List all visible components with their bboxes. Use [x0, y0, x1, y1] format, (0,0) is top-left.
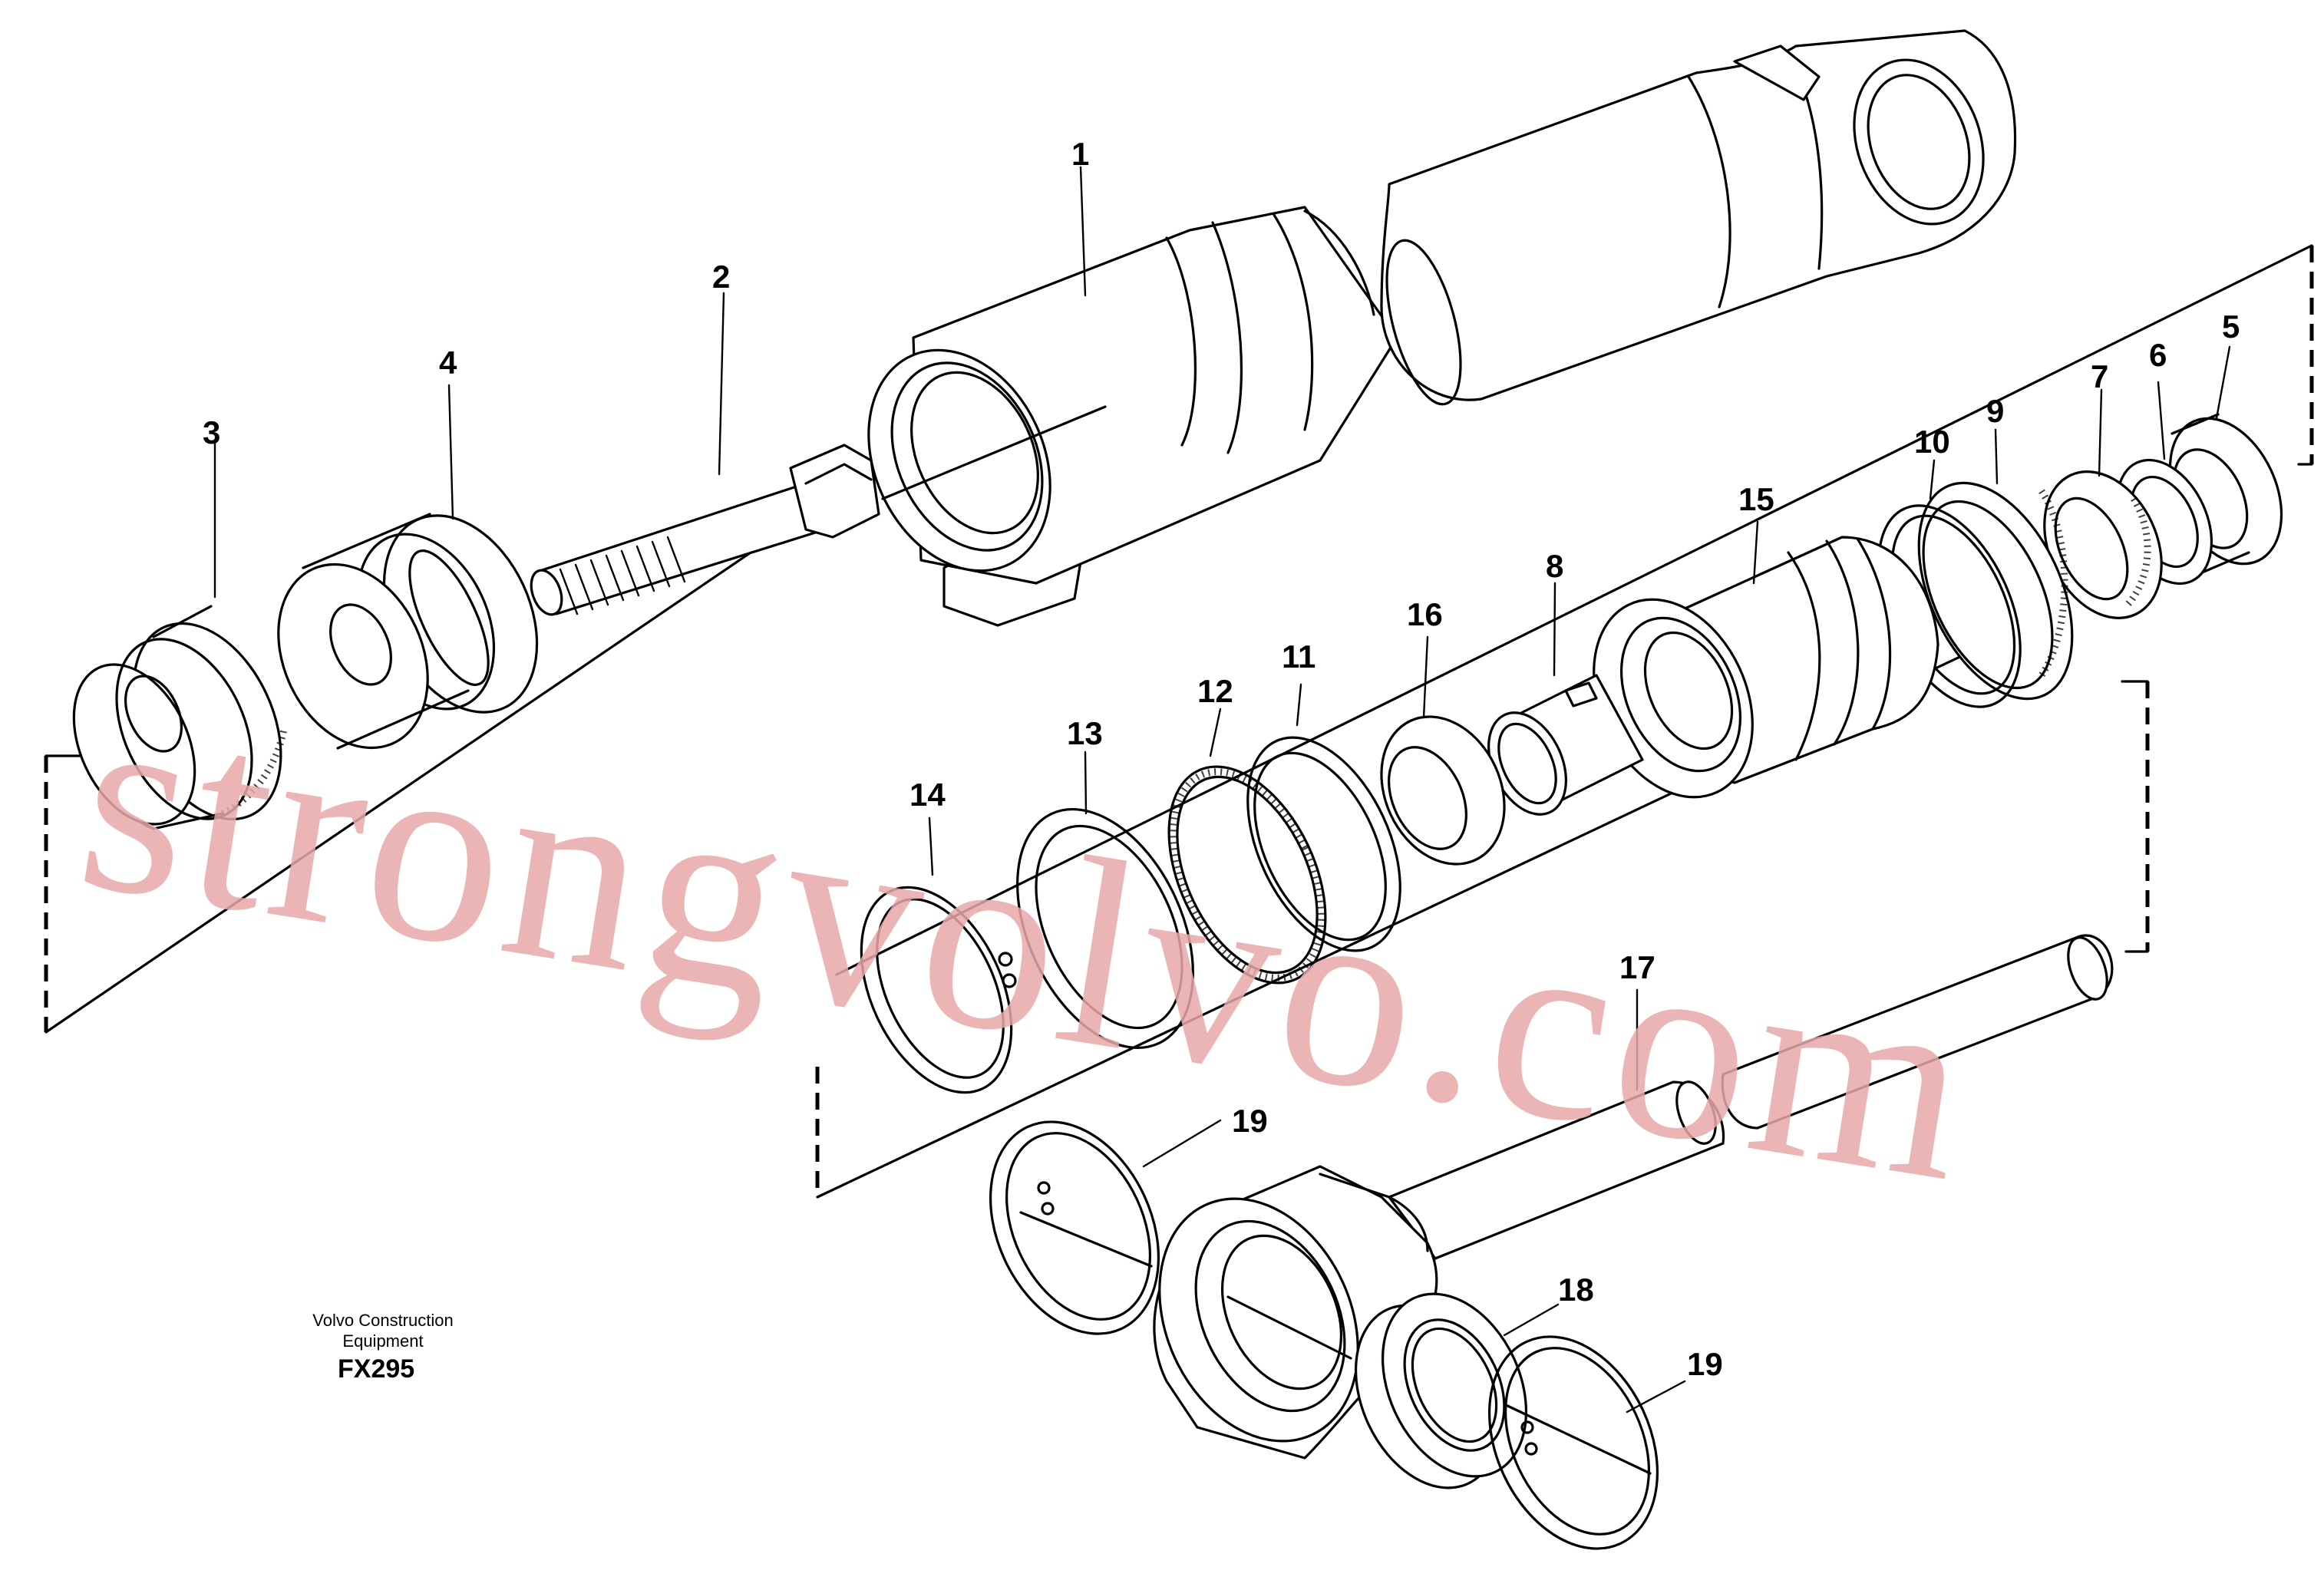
part-bushing [1487, 674, 1644, 816]
label-part-4: 4 [439, 345, 457, 381]
label-part-12: 12 [1197, 673, 1233, 709]
label-part-1: 1 [1071, 136, 1089, 172]
credit-equipment: Equipment [342, 1331, 423, 1351]
part-piston-seal [1167, 765, 1327, 985]
label-part-17: 17 [1619, 949, 1656, 985]
part-slide-ring [1016, 808, 1194, 1049]
label-part-3: 3 [203, 414, 220, 450]
label-part-13: 13 [1067, 715, 1103, 751]
part-bolt [530, 444, 880, 616]
label-part-10: 10 [1914, 424, 1950, 460]
credit-block: Volvo Construction Equipment FX295 [312, 1311, 453, 1384]
part-cylinder-head [1593, 536, 1939, 799]
leader-lines [213, 166, 2231, 1414]
part-circlip-left [989, 1120, 1160, 1335]
part-cylinder-tube [867, 29, 2017, 627]
label-part-2: 2 [712, 259, 730, 295]
dashed-brackets [44, 244, 2314, 1199]
label-part-6: 6 [2149, 337, 2167, 373]
label-part-14: 14 [909, 777, 946, 813]
axis-lines [1019, 1211, 1652, 1475]
label-part-19-lower: 19 [1687, 1346, 1723, 1382]
part-piston-head [277, 513, 539, 750]
drawing-code: FX295 [338, 1354, 414, 1384]
label-part-8: 8 [1546, 548, 1563, 584]
label-part-15: 15 [1738, 481, 1774, 517]
label-part-19-upper: 19 [1232, 1103, 1268, 1139]
part-piston [72, 605, 288, 830]
credit-company: Volvo Construction [312, 1311, 453, 1330]
part-labels: 1 2 3 4 5 6 7 8 9 10 11 12 13 14 15 16 1… [203, 136, 2240, 1382]
part-backup-ring [1246, 736, 1401, 952]
label-part-5: 5 [2222, 308, 2240, 345]
label-part-18: 18 [1558, 1272, 1594, 1308]
label-part-7: 7 [2091, 358, 2108, 394]
part-circlip-right [1487, 1335, 1659, 1550]
part-snap-ring [860, 886, 1017, 1094]
part-spacer [1380, 715, 1506, 866]
part-guide-ring [1917, 481, 2074, 701]
label-part-9: 9 [1986, 393, 2004, 429]
label-part-11: 11 [1282, 638, 1316, 675]
label-part-16: 16 [1407, 596, 1443, 632]
